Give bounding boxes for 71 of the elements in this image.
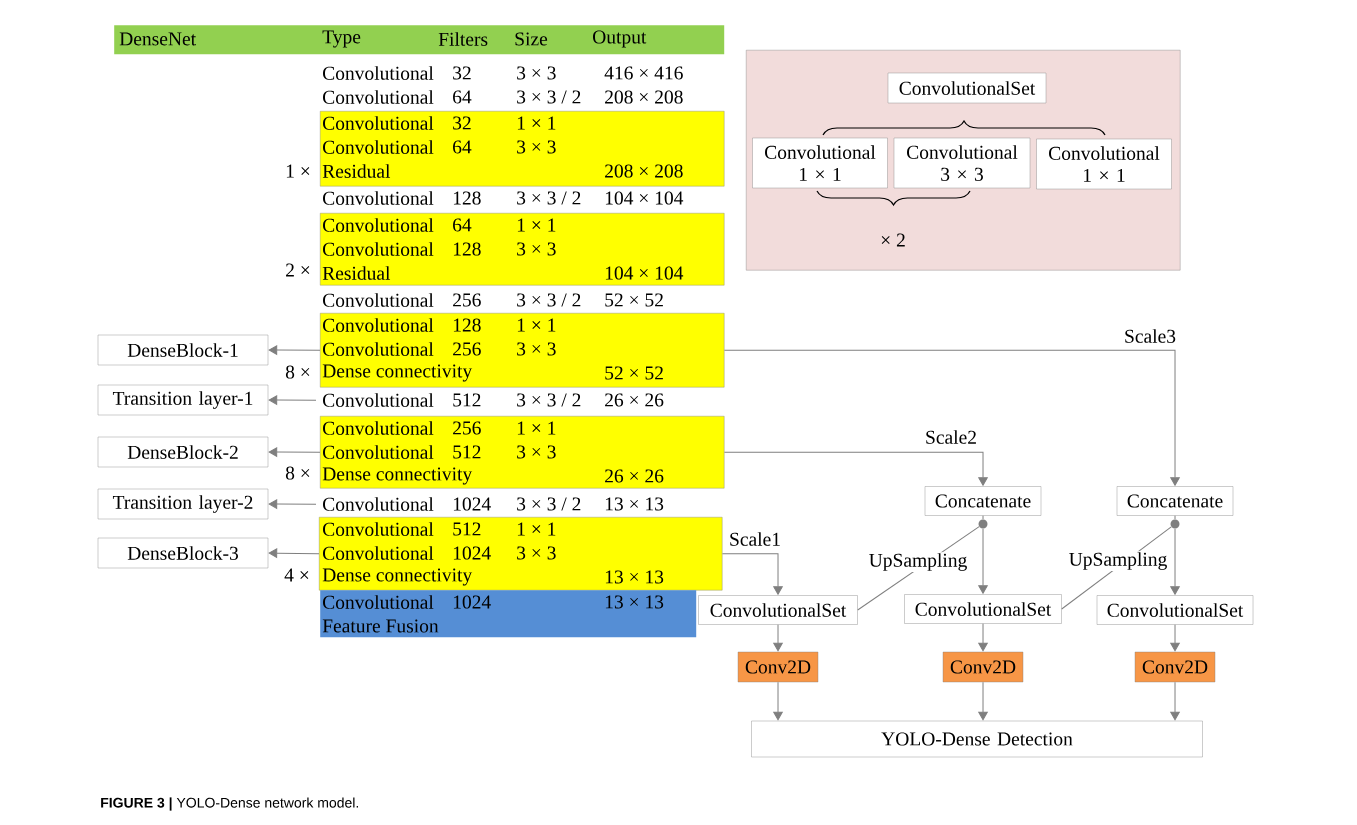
edge-label: UpSampling: [867, 552, 969, 572]
process-box: DenseBlock-3: [97, 537, 269, 569]
fusion-box: Convolutional 1024 13 × 13 Feature Fusion: [320, 590, 697, 638]
process-box: Transition layer-1: [97, 384, 269, 416]
process-box: Convolutional 1 × 1: [1036, 138, 1172, 190]
caption: FIGURE 3 | YOLO-Dense network model.: [101, 797, 358, 811]
block-box: Convolutional 512 1 × 1 Convolutional 1024 3 × 3 Dense connectivity 13 × 13: [319, 517, 723, 591]
arrow: [978, 681, 988, 721]
table-cell: 3 × 3 / 2: [517, 293, 581, 307]
table-cell: 128: [453, 191, 481, 205]
block-box: Convolutional 128 1 × 1 Convolutional 256 3 × 3 Dense connectivity 52 × 52: [320, 313, 725, 388]
arrow: [721, 553, 783, 595]
process-box: Convolutional 1 × 1: [752, 137, 888, 189]
process-box: DenseBlock-2: [97, 436, 269, 468]
arrow: [268, 499, 317, 509]
table-cell: 52 × 52: [605, 293, 663, 307]
table-cell: 32: [453, 66, 471, 80]
table-row: Convolutional 1024 3 × 3 / 2 13 × 13: [323, 497, 664, 511]
repeat-count: 1 ×: [286, 164, 310, 178]
table-cell: 256: [453, 293, 481, 307]
arrow: [1170, 624, 1180, 652]
arrow: [723, 349, 1180, 486]
table-cell: 104 × 104: [605, 191, 684, 205]
process-box: ConvolutionalSet: [1096, 595, 1254, 625]
table-header: DenseNet Type Filters Size Output: [114, 25, 725, 55]
block-box: Convolutional 64 1 × 1 Convolutional 128 3 × 3 Residual 104 × 104: [320, 213, 725, 286]
arrow: [1170, 681, 1180, 721]
process-box: DenseBlock-1: [97, 334, 269, 366]
repeat-count: × 2: [881, 233, 905, 247]
conv-box: Conv2D: [737, 651, 819, 683]
arrow: [978, 623, 988, 652]
block-box: Convolutional 256 1 × 1 Convolutional 512 3 × 3 Dense connectivity 26 × 26: [320, 416, 725, 489]
process-box: ConvolutionalSet: [698, 595, 858, 625]
output-box: YOLO-Dense Detection: [751, 720, 1203, 758]
conv-box: Conv2D: [942, 651, 1024, 683]
repeat-count: 4 ×: [284, 568, 309, 582]
arrow: [268, 548, 320, 558]
table-cell: Convolutional: [323, 293, 434, 307]
edge-label: Scale1: [728, 531, 782, 547]
arrow: [773, 624, 783, 652]
process-box: ConvolutionalSet: [887, 72, 1047, 104]
block-box: Convolutional 32 1 × 1 Convolutional 64 3 × 3 Residual 208 × 208: [320, 111, 725, 187]
arrow: [1170, 528, 1180, 595]
table-cell: Convolutional: [323, 90, 434, 104]
arrow: [268, 395, 317, 405]
repeat-count: 2 ×: [286, 263, 310, 277]
table-cell: Convolutional: [323, 66, 434, 80]
process-box: Convolutional 3 × 3: [893, 137, 1031, 189]
process-box: Concatenate: [924, 486, 1042, 516]
repeat-count: 8 ×: [285, 365, 310, 379]
table-cell: 64: [453, 90, 472, 104]
edge-label: Scale3: [1123, 328, 1177, 344]
edge-label: Scale2: [924, 429, 978, 445]
edge-label: UpSampling: [1067, 551, 1169, 571]
table-cell: 416 × 416: [604, 66, 683, 80]
repeat-count: 8 ×: [285, 466, 310, 480]
table-cell: 208 × 208: [605, 90, 683, 104]
arrow: [268, 345, 321, 355]
arrow: [723, 451, 988, 486]
process-box: Transition layer-2: [97, 488, 269, 520]
table-cell: 3 × 3: [517, 66, 556, 80]
arrow: [773, 681, 783, 721]
arrow: [268, 447, 321, 457]
process-box: Concatenate: [1116, 486, 1234, 516]
process-box: ConvolutionalSet: [904, 594, 1062, 624]
table-cell: 3 × 3 / 2: [517, 191, 581, 205]
conv-box: Conv2D: [1134, 651, 1216, 683]
table-cell: 3 × 3 / 2: [517, 90, 581, 104]
table-cell: Convolutional: [323, 191, 434, 205]
table-row: Convolutional 512 3 × 3 / 2 26 × 26: [323, 393, 664, 407]
arrow: [978, 528, 988, 594]
